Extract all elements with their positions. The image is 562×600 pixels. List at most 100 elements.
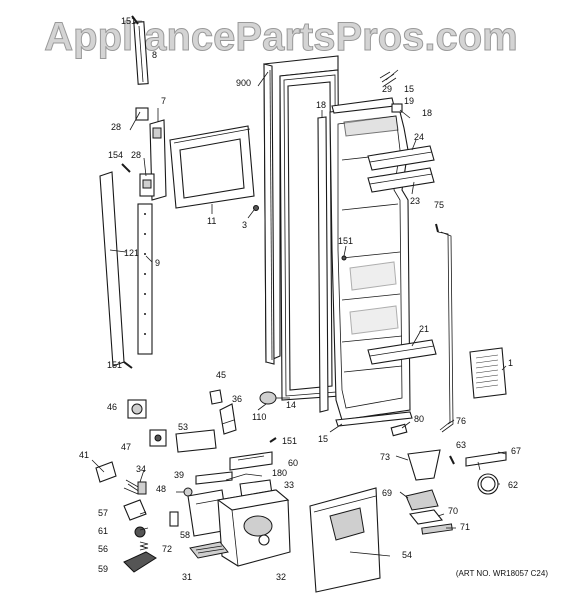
part-121-long-strip (99, 171, 125, 367)
callout-75: 75 (434, 200, 444, 210)
callout-18-right: 18 (422, 108, 432, 118)
callout-36: 36 (232, 394, 242, 404)
callout-19: 19 (404, 96, 414, 106)
callout-57: 57 (98, 508, 108, 518)
part-151-screw-mid (341, 255, 347, 261)
callout-45: 45 (216, 370, 226, 380)
part-71-pad (421, 523, 453, 535)
callout-39: 39 (174, 470, 184, 480)
callout-32: 32 (276, 572, 286, 582)
callout-60: 60 (288, 458, 298, 468)
callout-69: 69 (382, 488, 392, 498)
part-76-rod (437, 231, 454, 433)
callout-3: 3 (242, 220, 247, 230)
part-151-screw-lower (269, 437, 277, 443)
callout-8: 8 (152, 50, 157, 60)
part-47-motor (149, 429, 167, 447)
part-57-actuator (123, 499, 147, 521)
part-8-strip (133, 21, 149, 85)
callout-151-lower: 151 (107, 360, 122, 370)
callout-54: 54 (402, 550, 412, 560)
callout-180: 180 (272, 468, 287, 478)
screw-154-icon (121, 163, 131, 173)
screw-151-lower-icon (123, 361, 133, 369)
part-75-hinge-pin (435, 223, 439, 233)
callout-62: 62 (508, 480, 518, 490)
part-39-strip (195, 471, 233, 485)
callout-70: 70 (448, 506, 458, 516)
part-28-clip-mid (139, 173, 155, 197)
callout-121: 121 (124, 248, 139, 258)
part-29-spring-icon (379, 69, 399, 87)
callout-34: 34 (136, 464, 146, 474)
part-28-clip-top (135, 107, 149, 121)
part-62-ring (477, 473, 499, 495)
callout-33: 33 (284, 480, 294, 490)
part-70-lever (408, 509, 444, 525)
callout-56: 56 (98, 544, 108, 554)
watermark-text: AppliancePartsPros.com (44, 15, 518, 59)
callout-67: 67 (511, 446, 521, 456)
callout-63: 63 (456, 440, 466, 450)
callout-7: 7 (161, 96, 166, 106)
part-61-knob (134, 526, 146, 538)
callout-71: 71 (460, 522, 470, 532)
part-32-ice-bucket-housing (216, 489, 291, 567)
part-9-strip (137, 203, 153, 355)
part-21-shelf (367, 339, 437, 365)
part-3-screw (253, 205, 259, 211)
callout-18-left: 18 (316, 100, 326, 110)
callout-47: 47 (121, 442, 131, 452)
part-59-paddle (123, 551, 157, 573)
callout-46: 46 (107, 402, 117, 412)
callout-41: 41 (79, 450, 89, 460)
part-54-front-cover (309, 487, 381, 593)
callout-labels: 151 8 900 29 15 19 18 18 7 28 28 24 154 … (79, 16, 521, 582)
callout-11: 11 (207, 216, 216, 226)
part-45-actuator (209, 389, 223, 405)
callout-59: 59 (98, 564, 108, 574)
callout-29: 29 (382, 84, 392, 94)
part-63-screw (449, 455, 455, 465)
part-11-frame (169, 125, 255, 209)
part-24-shelf (367, 145, 435, 171)
callout-9: 9 (155, 258, 160, 268)
part-15-bottom-trim (335, 411, 413, 427)
callout-24: 24 (414, 132, 424, 142)
callout-72: 72 (162, 544, 172, 554)
part-72-clip (169, 511, 179, 527)
callout-1: 1 (508, 358, 513, 368)
part-110-cap (259, 391, 277, 405)
part-36-lever (219, 403, 237, 435)
part-48-grommet (183, 487, 193, 497)
part-1-instruction-card (469, 347, 507, 399)
callout-58: 58 (180, 530, 190, 540)
callout-900: 900 (236, 78, 251, 88)
part-34-wire-harness (123, 479, 147, 495)
part-67-bracket (465, 451, 507, 471)
callout-21: 21 (419, 324, 429, 334)
part-46-switch (127, 399, 147, 419)
callout-151-bottom: 151 (282, 436, 297, 446)
callout-61: 61 (98, 526, 108, 536)
part-60-bracket (229, 451, 273, 471)
callout-15-top: 15 (404, 84, 414, 94)
part-31-drip-tray (189, 541, 229, 559)
art-number: (ART NO. WR18057 C24) (456, 569, 549, 578)
part-69-flap (405, 489, 439, 511)
callout-151-top: 151 (121, 16, 136, 26)
callout-76: 76 (456, 416, 466, 426)
part-73-chute (407, 449, 441, 481)
screw-151-icon (131, 15, 139, 25)
part-41-bracket (91, 459, 117, 483)
callout-28-mid: 28 (131, 150, 141, 160)
callout-53: 53 (178, 422, 188, 432)
callout-80: 80 (414, 414, 424, 424)
part-23-shelf (367, 167, 435, 193)
part-56-spring (139, 541, 149, 551)
part-180-wire (225, 473, 263, 481)
callout-110: 110 (252, 412, 266, 422)
part-53-plate (175, 429, 217, 453)
part-19-clip (391, 103, 403, 113)
callout-23: 23 (410, 196, 420, 206)
